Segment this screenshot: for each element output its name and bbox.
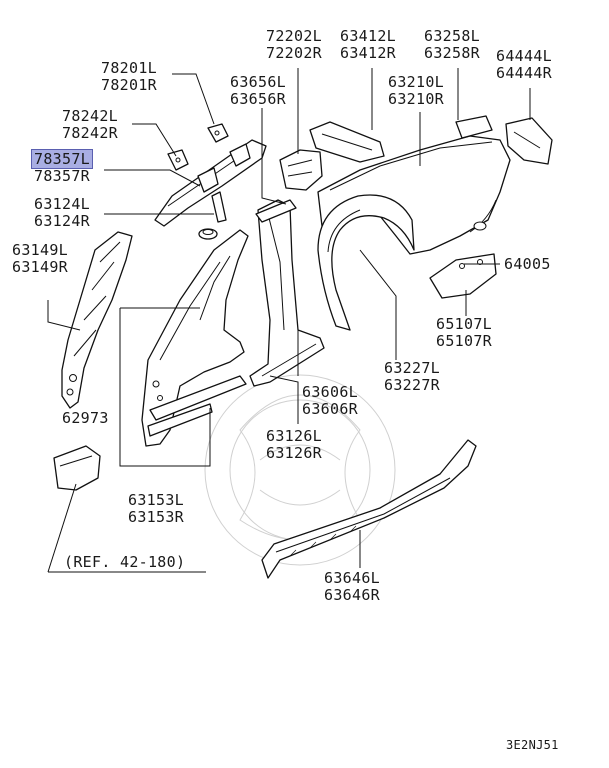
diagram-code-text: 3E2NJ51 [506, 738, 559, 752]
center-pillar-part[interactable] [249, 199, 325, 387]
panel-63412-part[interactable] [309, 121, 385, 163]
part-number-left[interactable]: 63646L [324, 569, 380, 587]
label-62973[interactable]: 62973 [62, 410, 109, 427]
front-pillar-outer-part[interactable] [141, 229, 249, 447]
part-number-left[interactable]: 63126L [266, 427, 322, 445]
part-number-right[interactable]: 63210R [388, 90, 444, 108]
part-number-right[interactable]: 78357R [34, 167, 90, 185]
part-number-left[interactable]: 63412L [340, 27, 396, 45]
part-number-left[interactable]: 63656L [230, 73, 286, 91]
part-number-right[interactable]: 63126R [266, 444, 322, 462]
part-number-left[interactable]: 63606L [302, 383, 358, 401]
plate-63656-part[interactable] [255, 199, 297, 223]
bracket-63258-part[interactable] [455, 115, 493, 139]
part-number[interactable]: 62973 [62, 409, 109, 427]
part-number-right[interactable]: 63124R [34, 212, 90, 230]
clip-63124-part[interactable] [211, 191, 227, 223]
part-number-right[interactable]: 65107R [436, 332, 492, 350]
part-number-right[interactable]: 64444R [496, 64, 552, 82]
part-number-right[interactable]: 63606R [302, 400, 358, 418]
quarter-inner-72202-part[interactable] [279, 149, 323, 191]
roof-rail-part[interactable] [154, 139, 267, 227]
wheelhouse-63227-part[interactable] [317, 194, 415, 331]
part-number-left[interactable]: 63124L [34, 195, 90, 213]
part-number-left[interactable]: 78201L [101, 59, 157, 77]
part-number-right[interactable]: 63149R [12, 258, 68, 276]
part-number[interactable]: 64005 [504, 255, 551, 273]
a-pillar-inner-part[interactable] [61, 231, 133, 409]
part-number-left[interactable]: 63153L [128, 491, 184, 509]
part-number-left[interactable]: 72202L [266, 27, 322, 45]
bracket-78201-part[interactable] [207, 123, 229, 143]
part-number-left[interactable]: 63210L [388, 73, 444, 91]
part-number-left[interactable]: 65107L [436, 315, 492, 333]
label-64005[interactable]: 64005 [504, 256, 551, 273]
ref-bracket-part[interactable] [53, 445, 101, 491]
grommet-62973-part[interactable] [198, 228, 218, 240]
bracket-78242-part[interactable] [167, 149, 189, 171]
part-number-left[interactable]: 78242L [62, 107, 118, 125]
part-number-right[interactable]: 63646R [324, 586, 380, 604]
leader-lines [47, 68, 531, 573]
part-number-left[interactable]: 63227L [384, 359, 440, 377]
diagram-code: 3E2NJ51 [506, 738, 559, 752]
part-number-right[interactable]: 63153R [128, 508, 184, 526]
label-ref[interactable]: (REF. 42-180) [64, 554, 185, 571]
part-number-right[interactable]: 63412R [340, 44, 396, 62]
side-sill-63646-part[interactable] [261, 439, 477, 579]
extension-64005-part[interactable] [429, 253, 497, 299]
part-number-right[interactable]: 63227R [384, 376, 440, 394]
part-number-right[interactable]: 78242R [62, 124, 118, 142]
part-number-right[interactable]: 63258R [424, 44, 480, 62]
part-number-right[interactable]: 78201R [101, 76, 157, 94]
panel-64444-part[interactable] [505, 117, 553, 165]
quarter-outer-63210-part[interactable] [317, 135, 511, 255]
part-number-left[interactable]: 64444L [496, 47, 552, 65]
part-number-right[interactable]: 72202R [266, 44, 322, 62]
reference-text[interactable]: (REF. 42-180) [64, 553, 186, 571]
part-number-left[interactable]: 63258L [424, 27, 480, 45]
part-number-left-highlighted[interactable]: 78357L [31, 149, 93, 169]
part-number-right[interactable]: 63656R [230, 90, 286, 108]
part-number-left[interactable]: 63149L [12, 241, 68, 259]
